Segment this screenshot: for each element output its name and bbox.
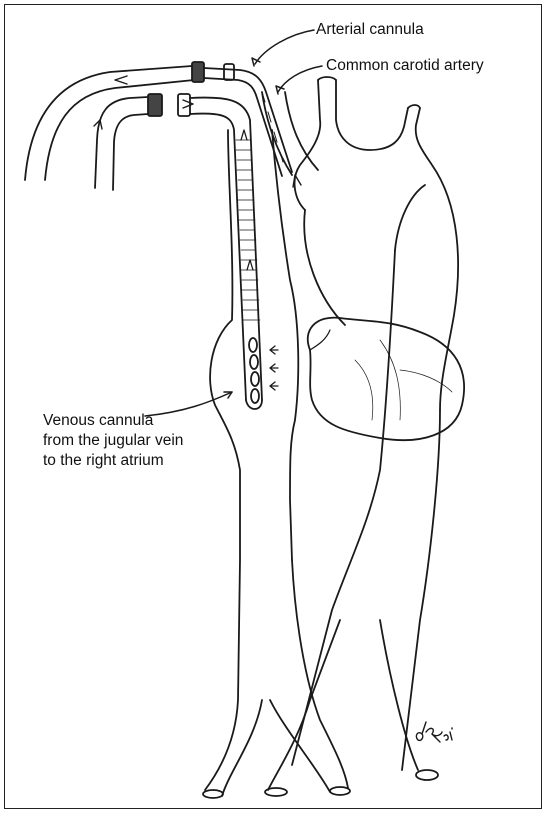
artist-signature	[412, 720, 458, 748]
venous-cannula-label-line2: from the jugular vein	[43, 431, 183, 451]
arterial-tubing	[25, 66, 194, 180]
arterial-cannula-label: Arterial cannula	[316, 20, 424, 39]
venous-cannula-label: Venous cannula from the jugular vein to …	[43, 411, 183, 471]
venous-cannula-label-line1: Venous cannula	[43, 411, 183, 431]
label-leaders	[145, 30, 322, 416]
venous-cannula	[190, 98, 278, 409]
tube-connectors	[148, 62, 234, 116]
common-carotid-artery-label: Common carotid artery	[326, 56, 484, 75]
aorta	[292, 77, 458, 770]
venous-cannula-label-line3: to the right atrium	[43, 451, 183, 471]
vena-cava	[210, 130, 298, 560]
